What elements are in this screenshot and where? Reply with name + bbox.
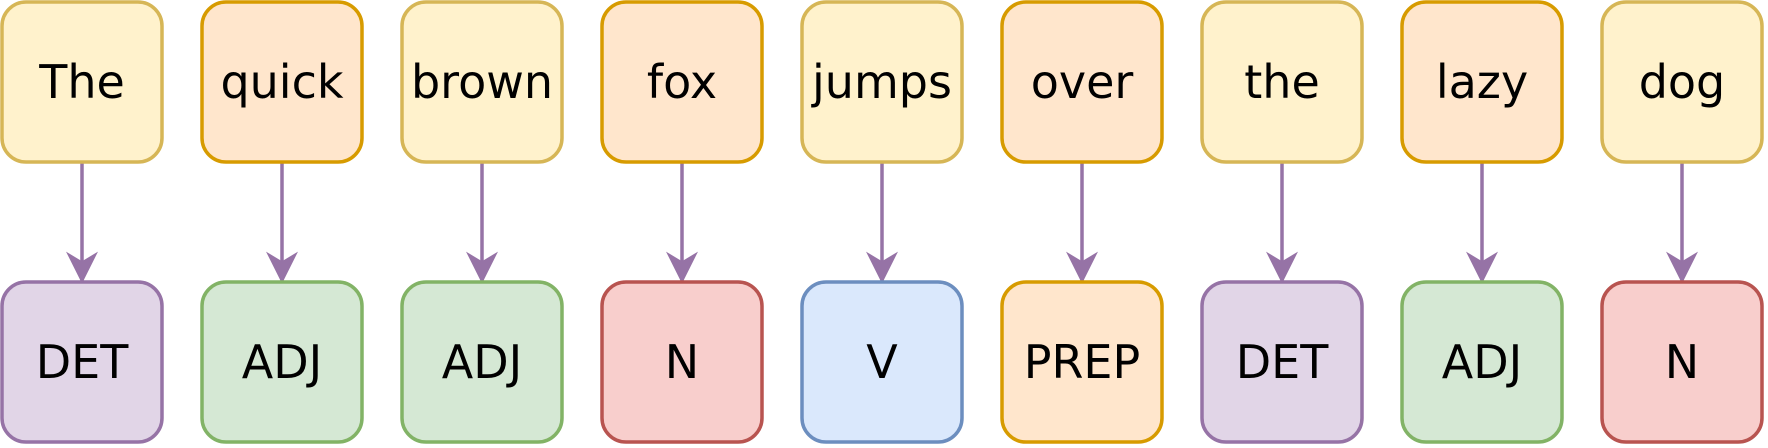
word-box: brown bbox=[400, 0, 564, 164]
tag-box-label: V bbox=[866, 335, 898, 389]
tag-box: N bbox=[600, 280, 764, 444]
word-box-shape bbox=[1400, 0, 1564, 164]
tag-box-shape bbox=[1200, 280, 1364, 444]
tag-box-label: DET bbox=[1236, 335, 1329, 389]
tag-box-shape bbox=[1000, 280, 1164, 444]
tag-box: PREP bbox=[1000, 280, 1164, 444]
tag-box-label: N bbox=[665, 335, 699, 389]
tag-box: ADJ bbox=[1400, 280, 1564, 444]
word-box-label: jumps bbox=[811, 55, 952, 109]
word-box-shape bbox=[600, 0, 764, 164]
tag-box-shape bbox=[400, 280, 564, 444]
tag-box-shape bbox=[800, 280, 964, 444]
word-box-shape bbox=[1200, 0, 1364, 164]
word-box: jumps bbox=[800, 0, 964, 164]
word-box-label: fox bbox=[647, 55, 717, 109]
word-box-label: quick bbox=[220, 55, 343, 109]
word-box-label: lazy bbox=[1436, 55, 1528, 109]
tag-box: DET bbox=[1200, 280, 1364, 444]
tag-box-shape bbox=[0, 280, 164, 444]
word-box-label: brown bbox=[411, 55, 553, 109]
word-box-label: over bbox=[1031, 55, 1134, 109]
word-box: the bbox=[1200, 0, 1364, 164]
tag-box-shape bbox=[600, 280, 764, 444]
tag-box-shape bbox=[1600, 280, 1764, 444]
tag-box-label: ADJ bbox=[1442, 335, 1522, 389]
tag-box-label: PREP bbox=[1024, 335, 1141, 389]
word-box-label: dog bbox=[1639, 55, 1726, 109]
tag-box-label: DET bbox=[36, 335, 129, 389]
tag-box-shape bbox=[1400, 280, 1564, 444]
word-box: dog bbox=[1600, 0, 1764, 164]
word-box-shape bbox=[800, 0, 964, 164]
tag-box: ADJ bbox=[400, 280, 564, 444]
tag-box-label: ADJ bbox=[242, 335, 322, 389]
tag-box: ADJ bbox=[200, 280, 364, 444]
tag-box: DET bbox=[0, 280, 164, 444]
word-box: over bbox=[1000, 0, 1164, 164]
word-box-shape bbox=[1000, 0, 1164, 164]
word-box-shape bbox=[0, 0, 164, 164]
word-box-shape bbox=[400, 0, 564, 164]
arrows-layer bbox=[66, 162, 1698, 284]
tag-row: DET ADJ ADJ N V PREP DET ADJ N bbox=[0, 280, 1764, 444]
word-box: quick bbox=[200, 0, 364, 164]
tag-box: N bbox=[1600, 280, 1764, 444]
tag-box: V bbox=[800, 280, 964, 444]
word-box: The bbox=[0, 0, 164, 164]
word-box-shape bbox=[1600, 0, 1764, 164]
word-row: The quick brown fox jumps over the lazy dog bbox=[0, 0, 1764, 164]
tag-box-label: ADJ bbox=[442, 335, 522, 389]
word-box-shape bbox=[200, 0, 364, 164]
word-box-label: The bbox=[38, 55, 125, 109]
word-box: lazy bbox=[1400, 0, 1564, 164]
tag-box-label: N bbox=[1665, 335, 1699, 389]
tag-box-shape bbox=[200, 280, 364, 444]
word-box-label: the bbox=[1244, 55, 1320, 109]
word-box: fox bbox=[600, 0, 764, 164]
